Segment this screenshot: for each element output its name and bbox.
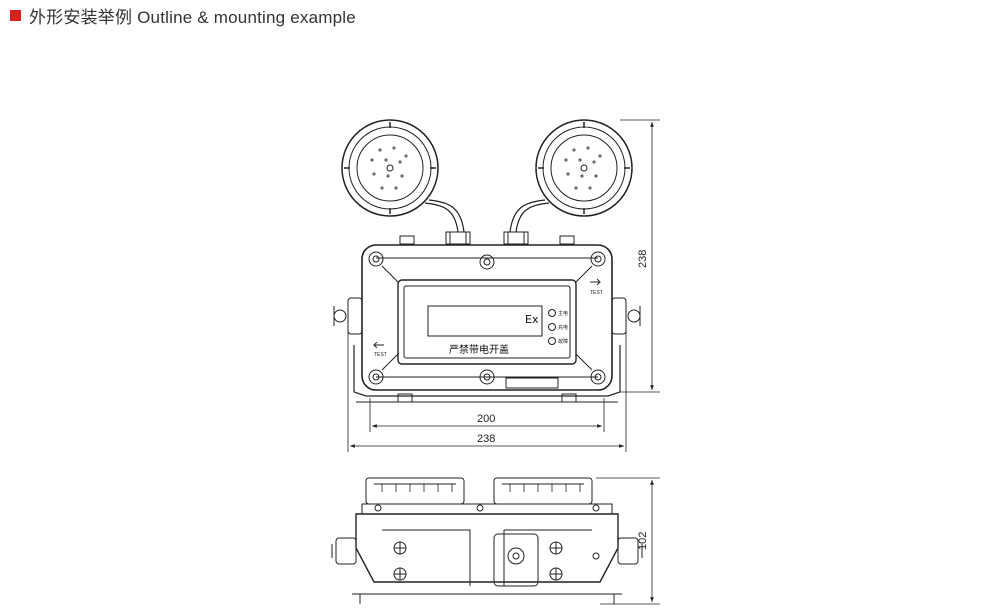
indicator-charging: [548, 323, 556, 331]
display-window: [397, 279, 577, 365]
left-lamp-head: [341, 119, 439, 217]
section-title: 外形安装举例 Outline & mounting example: [29, 7, 356, 27]
side-height-dim: 102: [637, 532, 649, 550]
side-view: [331, 477, 643, 604]
front-view: [333, 119, 641, 403]
section-header: 外形安装举例 Outline & mounting example: [10, 4, 356, 27]
side-dimensions: [596, 477, 660, 605]
indicator-label-3: 故障: [558, 338, 568, 345]
warning-label: 严禁带电开盖: [449, 343, 509, 356]
lamp-led-dots: [370, 146, 408, 190]
front-dimensions: [347, 119, 660, 452]
front-outer-width-dim: 238: [477, 433, 495, 445]
indicator-fault: [548, 337, 556, 345]
indicator-label-1: 主电: [558, 310, 568, 317]
indicator-label-2: 充电: [558, 324, 568, 331]
front-height-dim: 238: [637, 250, 649, 268]
test-label-left: TEST: [374, 352, 387, 358]
enclosure-body: [361, 244, 613, 391]
test-label-right: TEST: [590, 290, 603, 296]
display-ex-label: Ex: [525, 313, 539, 326]
red-square-icon: [10, 9, 21, 21]
right-lamp-head: [535, 119, 633, 217]
front-inner-width-dim: 200: [477, 413, 495, 425]
indicator-main-power: [548, 309, 556, 317]
corner-bolts: [368, 251, 606, 385]
display-screen: [427, 305, 543, 337]
